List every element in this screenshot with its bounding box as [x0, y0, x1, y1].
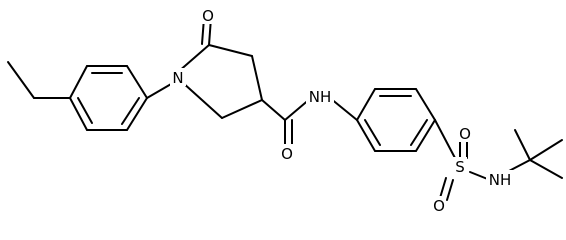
- bond-aryl-1: [356, 88, 376, 121]
- bond-phenyl-3: [126, 65, 148, 99]
- atom-oxygen-sulfonyl-up: O: [459, 125, 471, 143]
- bond-ethyl-ch3: [7, 61, 35, 99]
- molecule-structure: O N NH O S O O NH: [7, 6, 563, 215]
- bond-aryl-6: [356, 119, 376, 152]
- bond-c3-amide-c: [261, 99, 286, 121]
- bond-aryl-3: [415, 88, 436, 121]
- atom-labels: O N NH O S O O NH: [170, 6, 514, 215]
- bonds: [7, 17, 563, 201]
- bond-tbu-me-2: [529, 139, 563, 161]
- bond-phenyl-inner-3: [77, 97, 93, 124]
- bond-phenyl-4: [126, 97, 148, 131]
- bond-aryl-inner-2: [410, 119, 428, 146]
- atom-nitrogen-amide: NH: [309, 88, 332, 106]
- structure-canvas: O N NH O S O O NH: [7, 6, 563, 215]
- atom-nitrogen-ring: N: [172, 69, 183, 87]
- bond-c5-c4: [208, 44, 253, 57]
- bond-s-o-down-a: [439, 177, 447, 199]
- bond-s-o-down-b: [446, 179, 454, 201]
- atom-nitrogen-sulfonamide: NH: [489, 171, 512, 189]
- atom-oxygen-amide: O: [281, 145, 293, 163]
- bond-tbu-me-3: [529, 159, 563, 179]
- atom-oxygen-sulfonyl-down: O: [433, 197, 445, 215]
- bond-phenyl-inner-2: [121, 97, 140, 125]
- bond-aryl-inner-3: [364, 119, 381, 146]
- bond-phenyl-1: [69, 65, 88, 99]
- bond-aryl-4: [415, 119, 436, 152]
- bond-n-c5: [177, 44, 210, 73]
- bond-c4-c3: [251, 55, 263, 101]
- bond-c3-c2: [221, 99, 263, 119]
- bond-n-aryl: [329, 97, 358, 121]
- bond-aryl-s: [434, 119, 456, 159]
- atom-sulfur: S: [455, 158, 465, 176]
- atom-oxygen-ring-carbonyl: O: [202, 7, 214, 25]
- bond-c2-n: [181, 81, 223, 119]
- bond-tbu-me-1: [514, 129, 531, 161]
- bond-phenyl-6: [69, 97, 88, 131]
